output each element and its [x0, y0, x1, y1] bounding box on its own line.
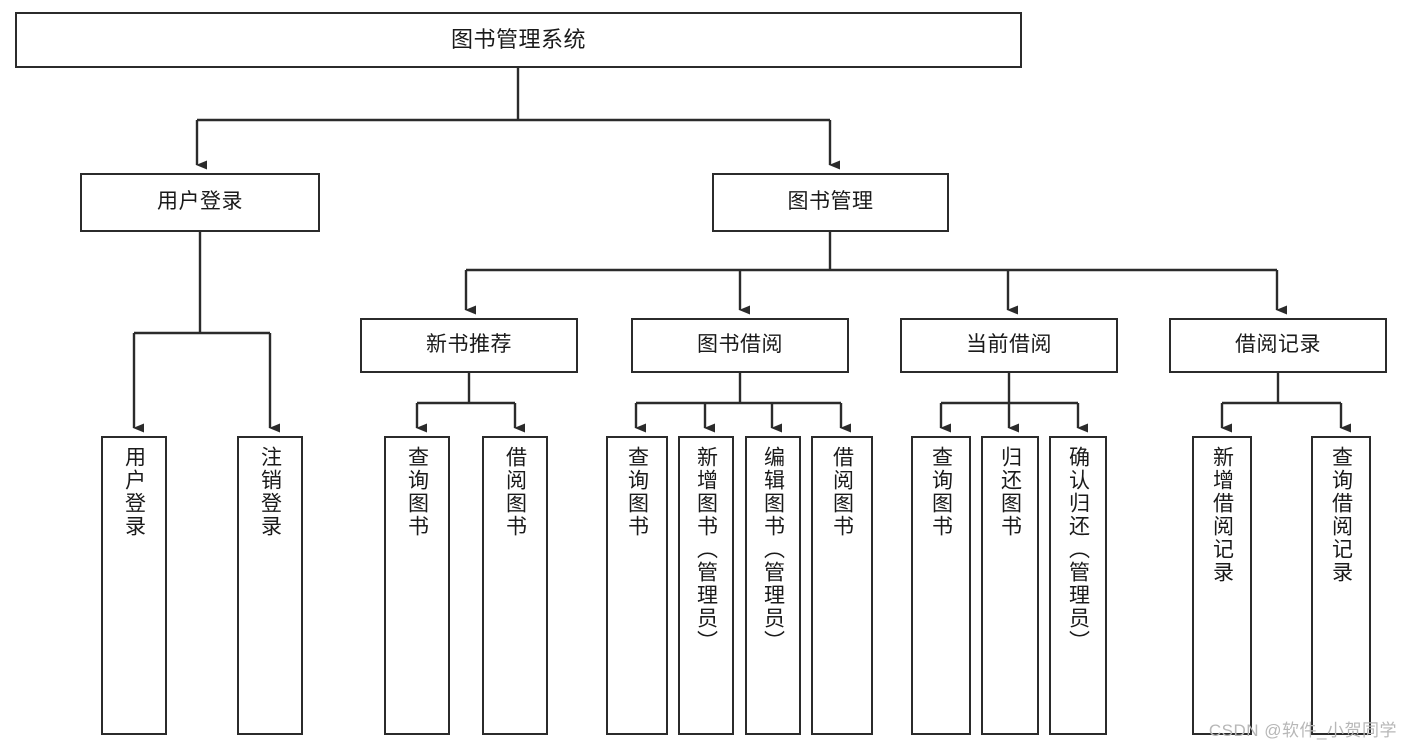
node-label: 借阅记录	[1235, 333, 1321, 357]
node-label: 图书借阅	[697, 333, 783, 357]
leaf-new-book-borrow-book[interactable]: 借阅图书	[482, 436, 548, 735]
node-book-management[interactable]: 图书管理	[712, 173, 949, 232]
csdn-watermark: CSDN @软件_小贺同学	[1208, 721, 1397, 740]
node-label: 确认归还（管理员）	[1066, 446, 1090, 653]
node-borrow-record[interactable]: 借阅记录	[1169, 318, 1387, 373]
leaf-book-borrow-edit-book-admin[interactable]: 编辑图书（管理员）	[745, 436, 801, 735]
leaf-book-borrow-borrow-book[interactable]: 借阅图书	[811, 436, 873, 735]
node-new-book-recommend[interactable]: 新书推荐	[360, 318, 578, 373]
node-user-login[interactable]: 用户登录	[80, 173, 320, 232]
leaf-book-borrow-query-book[interactable]: 查询图书	[606, 436, 668, 735]
node-label: 新书推荐	[426, 333, 512, 357]
leaf-current-borrow-confirm-return-admin[interactable]: 确认归还（管理员）	[1049, 436, 1107, 735]
node-label: 图书管理	[787, 190, 874, 214]
node-label: 查询图书	[405, 446, 429, 538]
node-label: 借阅图书	[503, 446, 527, 538]
node-label: 用户登录	[122, 446, 146, 538]
node-label: 借阅图书	[830, 446, 854, 538]
node-label: 查询图书	[929, 446, 953, 538]
leaf-borrow-record-query-record[interactable]: 查询借阅记录	[1311, 436, 1371, 735]
leaf-book-borrow-add-book-admin[interactable]: 新增图书（管理员）	[678, 436, 734, 735]
node-label: 归还图书	[998, 446, 1022, 538]
node-label: 当前借阅	[966, 333, 1052, 357]
node-label: 新增图书（管理员）	[694, 446, 718, 653]
leaf-current-borrow-query-book[interactable]: 查询图书	[911, 436, 971, 735]
leaf-borrow-record-add-record[interactable]: 新增借阅记录	[1192, 436, 1252, 735]
node-label: 注销登录	[258, 446, 282, 538]
node-label: 编辑图书（管理员）	[761, 446, 785, 653]
node-label: 查询图书	[625, 446, 649, 538]
node-book-borrow[interactable]: 图书借阅	[631, 318, 849, 373]
node-label: 用户登录	[157, 190, 243, 214]
node-label: 图书管理系统	[450, 27, 586, 53]
node-label: 新增借阅记录	[1210, 446, 1234, 584]
leaf-current-borrow-return-book[interactable]: 归还图书	[981, 436, 1039, 735]
leaf-new-book-query-book[interactable]: 查询图书	[384, 436, 450, 735]
node-root-book-management-system[interactable]: 图书管理系统	[15, 12, 1022, 68]
leaf-user-login-signout[interactable]: 注销登录	[237, 436, 303, 735]
node-current-borrow[interactable]: 当前借阅	[900, 318, 1118, 373]
leaf-user-login-signin[interactable]: 用户登录	[101, 436, 167, 735]
node-label: 查询借阅记录	[1329, 446, 1353, 584]
